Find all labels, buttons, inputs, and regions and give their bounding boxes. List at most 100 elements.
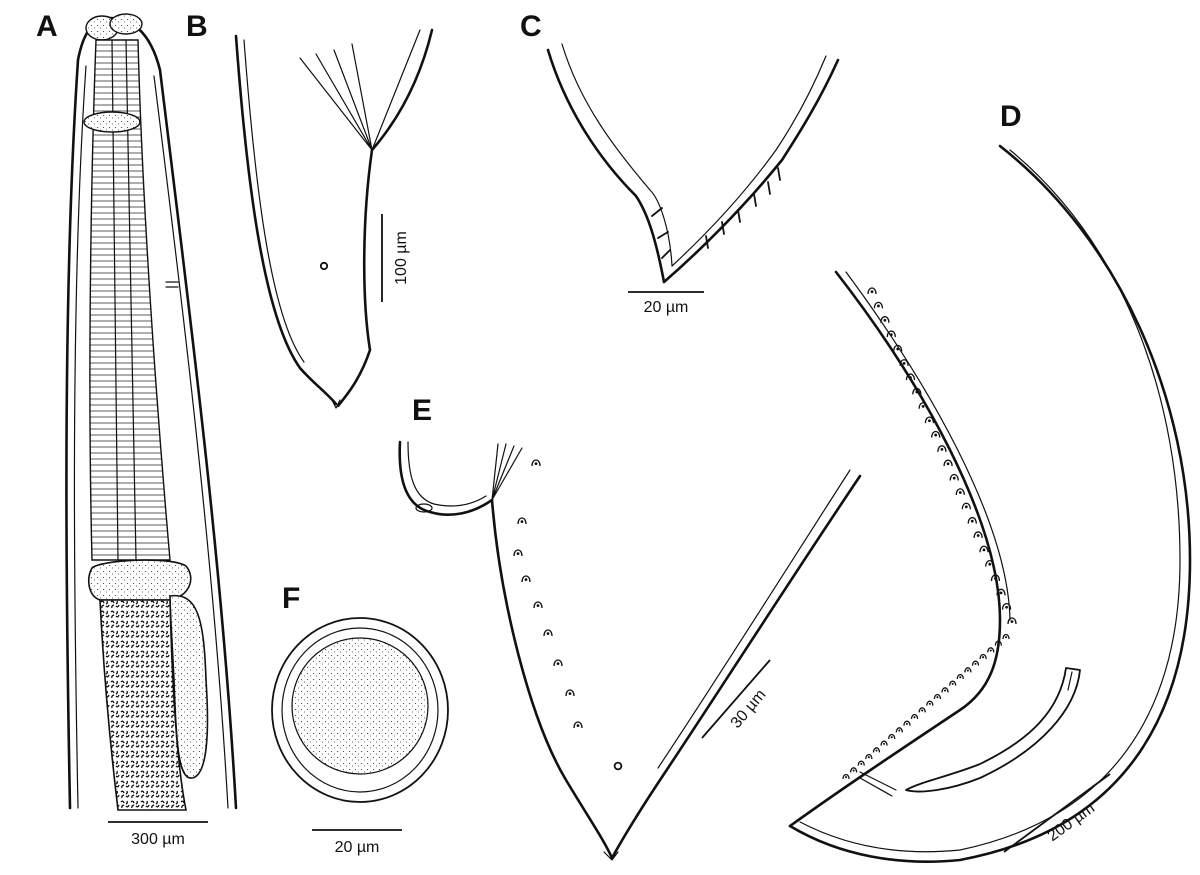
spicule xyxy=(905,667,1081,793)
caudal-papilla-core xyxy=(870,290,874,293)
caudal-papilla-core xyxy=(982,656,985,659)
caudal-papilla xyxy=(979,545,989,553)
caudal-papilla xyxy=(1007,617,1017,625)
caudal-papilla-core xyxy=(576,724,580,727)
caudal-papilla xyxy=(933,693,942,700)
caudal-papilla-core xyxy=(520,520,524,523)
caudal-papilla-core xyxy=(898,729,901,732)
caudal-papilla xyxy=(926,700,934,706)
panel-letter-c: C xyxy=(520,10,542,43)
tail-tip xyxy=(331,399,341,409)
egg-shell-inner xyxy=(281,627,439,793)
caudal-papilla-core xyxy=(976,534,980,537)
caudal-papilla-core xyxy=(536,604,540,607)
head-papilla-right xyxy=(109,13,143,35)
caudal-papilla xyxy=(971,660,980,666)
egg-shell-outer xyxy=(271,617,449,803)
caudal-papilla xyxy=(565,689,575,697)
panel-letter-e: E xyxy=(412,394,432,427)
scale-bar-d xyxy=(1003,773,1111,853)
caudal-papilla-core xyxy=(997,642,1000,645)
caudal-papilla xyxy=(573,721,583,729)
panel-b: B 100 µm xyxy=(186,10,434,409)
caudal-papilla xyxy=(842,773,850,780)
caudal-papilla xyxy=(994,640,1003,646)
caudal-papilla xyxy=(873,301,884,309)
caudal-papilla xyxy=(956,673,964,680)
ventriculus xyxy=(87,559,192,601)
scale-label-a: 300 µm xyxy=(131,831,185,848)
caudal-papilla-core xyxy=(883,318,887,322)
caudal-papilla-core xyxy=(877,304,880,308)
panel-b-fibers xyxy=(299,29,421,151)
caudal-papilla xyxy=(521,575,531,583)
panel-d-papillae xyxy=(842,287,1017,780)
caudal-papilla-core xyxy=(516,552,520,555)
caudal-papilla-core xyxy=(936,696,939,699)
panel-c-spines xyxy=(651,167,781,259)
caudal-papilla xyxy=(937,445,947,452)
caudal-papilla-core xyxy=(883,742,886,745)
caudal-papilla-core xyxy=(989,649,992,652)
caudal-papilla-core xyxy=(875,749,878,752)
panel-d-dorsal-cuticle xyxy=(799,149,1181,853)
caudal-papilla-core xyxy=(994,577,997,580)
panel-letter-b: B xyxy=(186,10,208,43)
caudal-papilla-core xyxy=(913,716,916,719)
caudal-papilla xyxy=(918,707,926,713)
caudal-papilla-core xyxy=(860,762,863,765)
caudal-papilla-core xyxy=(952,476,956,480)
scale-label-c: 20 µm xyxy=(644,299,689,316)
scale-label-d: 200 µm xyxy=(1045,800,1098,845)
caudal-papilla xyxy=(905,373,916,381)
panel-letter-a: A xyxy=(36,10,58,43)
caudal-papilla-core xyxy=(902,361,906,365)
caudal-papilla xyxy=(899,359,909,366)
panel-d-ventral-outline xyxy=(788,270,1002,828)
caudal-papilla xyxy=(967,516,977,524)
scale-label-f: 20 µm xyxy=(335,839,380,856)
intestine xyxy=(99,599,187,811)
caudal-papilla xyxy=(513,549,523,557)
caudal-papilla xyxy=(517,517,527,525)
caudal-papilla xyxy=(964,667,972,673)
caudal-papilla xyxy=(531,459,541,467)
caudal-papilla-core xyxy=(934,433,938,437)
caudal-papilla xyxy=(872,747,881,753)
caudal-papilla xyxy=(886,330,896,338)
caudal-papilla-core xyxy=(943,689,947,692)
caudal-papilla-core xyxy=(958,491,962,494)
caudal-papilla-core xyxy=(915,390,919,394)
caudal-papilla xyxy=(888,733,896,740)
caudal-papilla-core xyxy=(966,669,969,672)
caudal-papilla-core xyxy=(852,769,855,772)
caudal-papilla xyxy=(893,344,903,352)
panel-e: E 30 µm xyxy=(398,394,862,861)
caudal-papilla-core xyxy=(1005,605,1008,609)
panel-d: D 200 µm xyxy=(788,100,1192,863)
egg-embryo xyxy=(291,637,429,775)
caudal-papilla-core xyxy=(889,333,893,337)
caudal-papilla-core xyxy=(959,676,962,679)
panel-c-dorsal-cuticle xyxy=(561,43,673,267)
panel-e-ventral-outline xyxy=(490,498,614,860)
panel-b-cuticle xyxy=(243,39,305,363)
phasmid-e xyxy=(613,761,623,771)
caudal-papilla xyxy=(857,760,865,766)
caudal-papilla xyxy=(949,680,957,686)
caudal-papilla xyxy=(941,687,949,693)
caudal-papilla xyxy=(543,629,553,637)
caudal-papilla xyxy=(533,601,543,609)
caudal-papilla-core xyxy=(867,756,870,759)
caudal-papilla-core xyxy=(970,519,974,523)
caudal-papilla xyxy=(949,473,959,481)
panel-b-body-outline xyxy=(234,34,338,406)
caudal-papilla-core xyxy=(921,404,925,408)
oesophagus xyxy=(89,39,171,561)
caudal-papilla-core xyxy=(556,662,560,665)
panel-a: A 300 µm xyxy=(36,10,238,848)
caudal-papilla xyxy=(1001,603,1012,610)
panel-f: F 20 µm xyxy=(271,582,449,856)
caudal-papilla-core xyxy=(928,419,931,423)
